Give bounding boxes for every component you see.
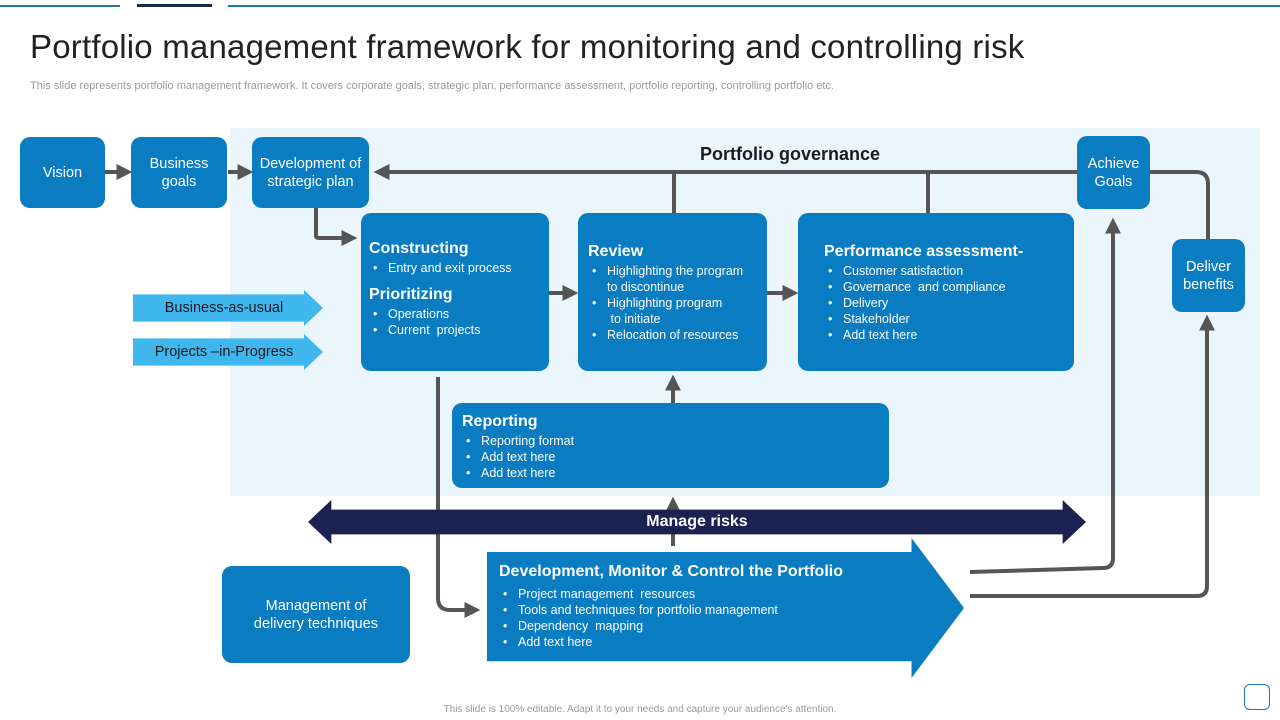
constructing-list: Entry and exit process	[369, 260, 541, 276]
bullet-item: Relocation of resources	[588, 327, 757, 343]
bullet-item: Reporting format	[462, 433, 879, 449]
arrow-develop-to-achieve	[969, 217, 1121, 574]
bullet-item: Delivery	[824, 295, 1064, 311]
bullet-item: Highlighting program to initiate	[588, 295, 757, 327]
slide-footer: This slide is 100% editable. Adapt it to…	[443, 704, 837, 715]
business-goals-box: Business goals	[131, 137, 227, 208]
bullet-item: Highlighting the program to discontinue	[588, 263, 757, 295]
performance-box: Performance assessment- Customer satisfa…	[798, 213, 1074, 371]
bullet-item: Add text here	[824, 327, 1064, 343]
review-title: Review	[588, 243, 644, 260]
slide-title: Portfolio management framework for monit…	[30, 28, 1025, 65]
develop-monitor-list: Project management resourcesTools and te…	[499, 586, 952, 650]
constructing-title: Constructing	[369, 240, 469, 257]
achieve-goals-box: Achieve Goals	[1077, 136, 1150, 209]
manage-risks-label: Manage risks	[646, 513, 748, 530]
arrow-constructing-to-develop	[436, 377, 481, 618]
slide-subtitle: This slide represents portfolio manageme…	[30, 80, 834, 92]
bullet-item: Project management resources	[499, 586, 952, 602]
develop-monitor-arrow: Development, Monitor & Control the Portf…	[487, 538, 964, 678]
header-rule-accent	[137, 4, 212, 7]
delivery-techniques-box: Management of delivery techniques	[222, 566, 410, 663]
review-list: Highlighting the program to discontinueH…	[588, 263, 757, 343]
prioritizing-title: Prioritizing	[369, 286, 453, 303]
constructing-box: Constructing Entry and exit process Prio…	[361, 213, 549, 371]
bullet-item: Stakeholder	[824, 311, 1064, 327]
reporting-box: Reporting Reporting formatAdd text hereA…	[452, 403, 889, 488]
bullet-item: Customer satisfaction	[824, 263, 1064, 279]
arrow-develop-to-deliver	[970, 314, 1215, 598]
bullet-item: Add text here	[462, 465, 879, 481]
bullet-item: Dependency mapping	[499, 618, 952, 634]
bullet-item: Current projects	[369, 322, 541, 338]
slide-nav-icon[interactable]	[1244, 684, 1270, 710]
performance-title: Performance assessment-	[824, 243, 1024, 260]
reporting-list: Reporting formatAdd text hereAdd text he…	[462, 433, 879, 481]
bullet-item: Governance and compliance	[824, 279, 1064, 295]
governance-label: Portfolio governance	[700, 144, 881, 164]
header-rule-right	[228, 5, 1280, 7]
bullet-item: Add text here	[499, 634, 952, 650]
bullet-item: Entry and exit process	[369, 260, 541, 276]
bullet-item: Tools and techniques for portfolio manag…	[499, 602, 952, 618]
review-box: Review Highlighting the program to disco…	[578, 213, 767, 371]
strategic-plan-box: Development of strategic plan	[252, 137, 369, 208]
arrow-plan-to-constructing	[314, 208, 358, 246]
projects-in-progress-chevron: Projects –in-Progress	[133, 334, 323, 370]
deliver-benefits-box: Deliver benefits	[1172, 239, 1245, 312]
header-rule-left	[0, 5, 120, 7]
reporting-title: Reporting	[462, 413, 538, 430]
business-as-usual-chevron: Business-as-usual	[133, 290, 323, 326]
performance-list: Customer satisfactionGovernance and comp…	[824, 263, 1064, 343]
bullet-item: Add text here	[462, 449, 879, 465]
prioritizing-list: OperationsCurrent projects	[369, 306, 541, 338]
vision-box: Vision	[20, 137, 105, 208]
develop-monitor-title: Development, Monitor & Control the Portf…	[499, 563, 843, 580]
bullet-item: Operations	[369, 306, 541, 322]
line-achieve-to-deliver	[1150, 170, 1210, 239]
